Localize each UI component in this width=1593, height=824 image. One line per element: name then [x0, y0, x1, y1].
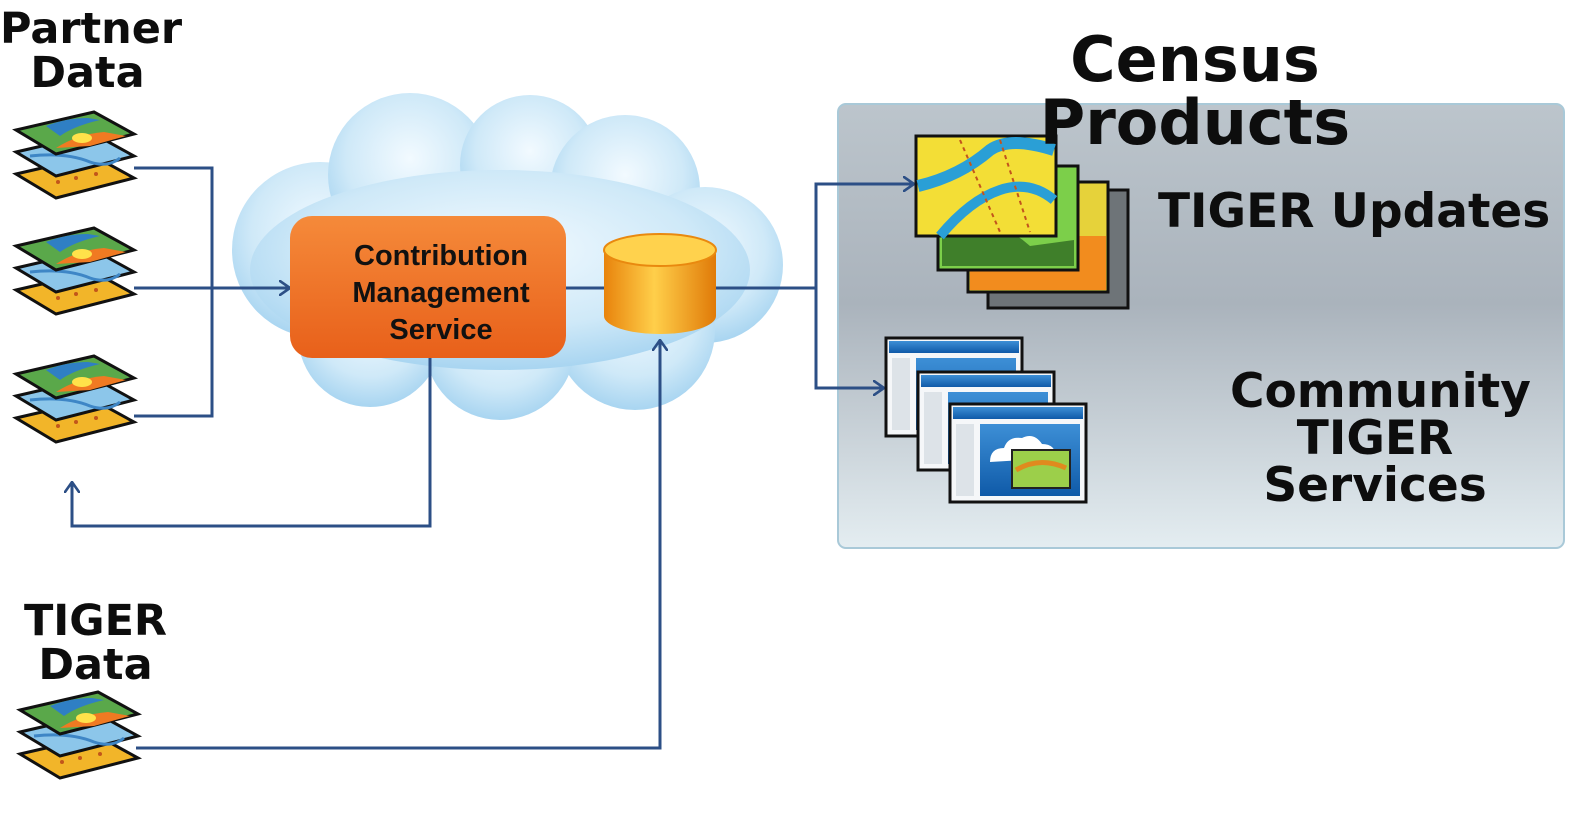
- arrow-to-tiger-updates: [814, 184, 914, 288]
- partner-label-line-1: Partner: [0, 4, 183, 54]
- community-label-line-2: TIGER: [1296, 411, 1454, 466]
- service-label-line-3: Service: [389, 313, 493, 346]
- tiger-map-icon: [18, 690, 140, 780]
- community-label-line-1: Community: [1230, 364, 1531, 419]
- census-products-title: Census Products: [1039, 23, 1351, 160]
- tiger-label-line-2: Data: [38, 639, 153, 690]
- connectors: [72, 166, 1128, 750]
- community-services-label: Community TIGER Services: [1230, 364, 1531, 513]
- arrow-tiger-to-database: [136, 340, 660, 750]
- partner-map-icon-2: [14, 226, 136, 316]
- tiger-label-line-1: TIGER: [23, 596, 168, 646]
- community-label-line-3: Services: [1263, 458, 1487, 513]
- service-label-line-1: Contribution: [354, 240, 528, 272]
- arrow-to-community-services: [814, 288, 884, 388]
- partner-merge-line: [134, 166, 214, 418]
- partner-map-icon-3: [14, 354, 136, 444]
- contribution-management-service-box: [290, 216, 566, 358]
- partner-map-icon-1: [14, 110, 136, 200]
- service-label-line-2: Management: [352, 276, 530, 309]
- partner-data-label: Partner Data: [0, 4, 183, 98]
- partner-label-line-2: Data: [30, 47, 145, 98]
- tiger-updates-label: TIGER Updates: [1158, 184, 1551, 239]
- community-services-windows-icon: [884, 336, 1088, 504]
- arrow-return-to-partner: [72, 358, 432, 528]
- tiger-updates-maps-icon: [914, 134, 1130, 310]
- tiger-data-label: TIGER Data: [8, 596, 183, 690]
- database-icon: [603, 233, 717, 334]
- service-label: Contribution Management Service: [296, 238, 586, 348]
